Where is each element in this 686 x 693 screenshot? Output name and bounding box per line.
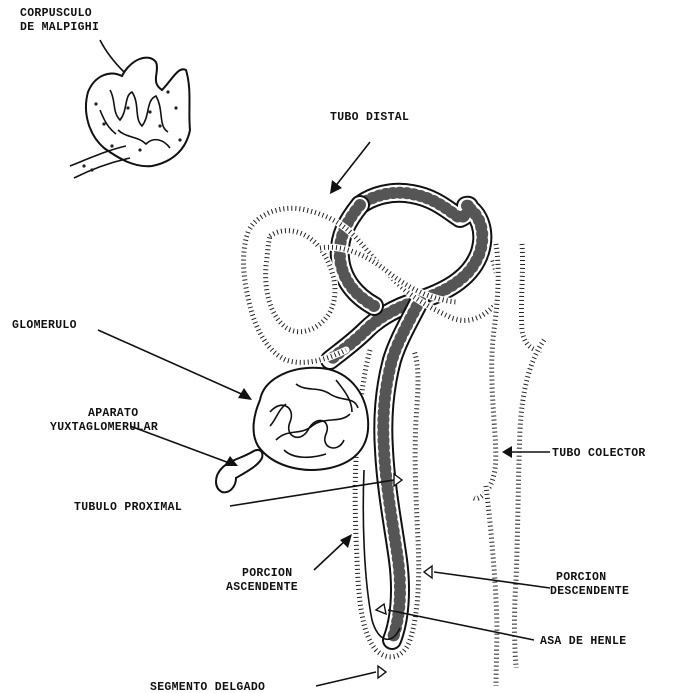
label-corpusculo-line1: CORPUSCULO [20,7,92,20]
label-corpusculo-line2: DE MALPIGHI [20,21,99,34]
label-aparato-line1: APARATO [88,407,138,420]
glomerulo-arrow [98,330,252,400]
label-aparato-line2: YUXTAGLOMERULAR [50,421,158,434]
porcion-descendente-line [424,566,550,588]
label-porcion-ascendente-line2: ASCENDENTE [226,581,298,594]
glomerulus-illustration [254,368,369,470]
corpusculo-leader [100,40,124,72]
tubo-distal-arrow [330,142,370,194]
tubulo-proximal-line [230,474,402,506]
label-tubulo-proximal: TUBULO PROXIMAL [74,501,182,514]
tubo-colector-line [502,446,550,458]
segmento-delgado-line [316,666,386,686]
porcion-ascendente-arrow [314,534,352,570]
label-tubo-colector: TUBO COLECTOR [552,447,646,460]
label-glomerulo: GLOMERULO [12,319,77,332]
label-porcion-descendente-line1: PORCION [556,571,606,584]
label-porcion-ascendente-line1: PORCION [242,567,292,580]
label-segmento-delgado: SEGMENTO DELGADO [150,681,265,693]
label-asa-de-henle: ASA DE HENLE [540,635,626,648]
label-porcion-descendente-line2: DESCENDENTE [550,585,629,598]
malpighi-corpuscle-illustration [70,58,190,178]
label-tubo-distal: TUBO DISTAL [330,111,409,124]
juxtaglomerular-apparatus-illustration [216,450,262,492]
